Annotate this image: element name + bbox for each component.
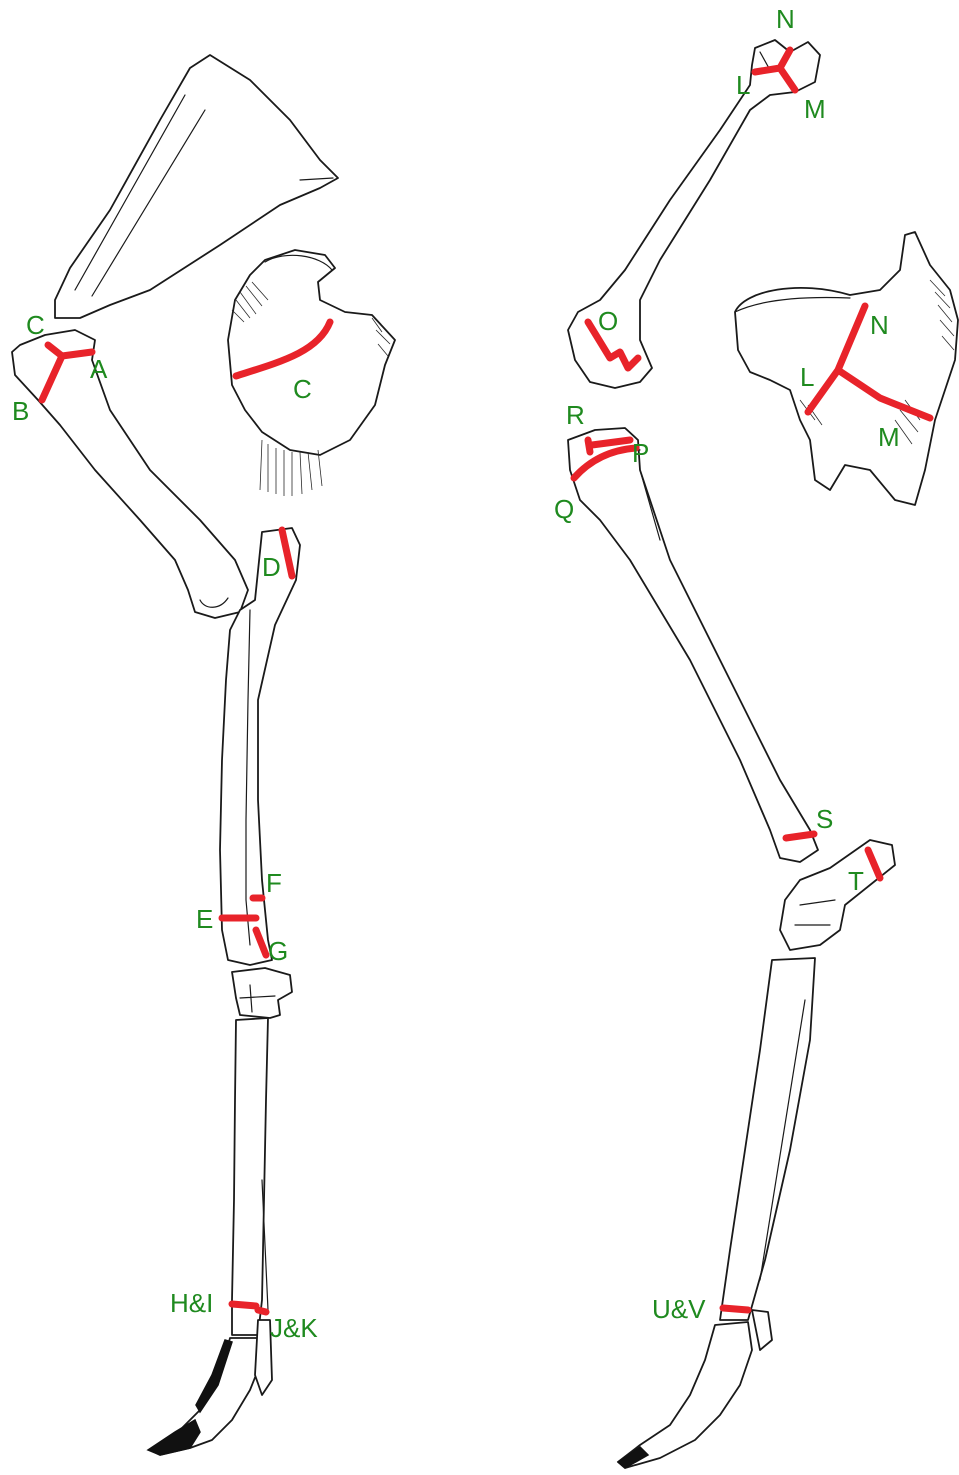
humerus	[12, 330, 248, 618]
label-m-femur: M	[804, 94, 826, 124]
physis-p	[592, 440, 630, 445]
label-f: F	[266, 868, 282, 898]
label-o: O	[598, 306, 618, 336]
metatarsus	[720, 958, 815, 1320]
hindlimb	[568, 40, 958, 1468]
label-h-and-i: H&I	[170, 1288, 213, 1318]
label-n-femur: N	[776, 4, 795, 34]
label-b: B	[12, 396, 29, 426]
label-j-and-k: J&K	[270, 1313, 318, 1343]
label-s: S	[816, 804, 833, 834]
label-a: A	[90, 354, 108, 384]
label-d: D	[262, 552, 281, 582]
label-g: G	[268, 936, 288, 966]
hip-detail-view	[735, 232, 958, 505]
hindlimb-digit	[618, 1322, 752, 1468]
label-l-detail: L	[800, 362, 814, 392]
tibia	[568, 428, 818, 862]
metacarpus	[232, 1018, 268, 1335]
forelimb	[12, 55, 395, 1455]
label-m-detail: M	[878, 422, 900, 452]
label-n-detail: N	[870, 310, 889, 340]
label-l-femur: L	[736, 70, 750, 100]
forelimb-hoof	[148, 1420, 200, 1455]
label-p: P	[632, 438, 649, 468]
label-e: E	[196, 904, 213, 934]
physis-s	[786, 834, 814, 838]
label-r: R	[566, 400, 585, 430]
physis-a	[62, 352, 92, 356]
carpus	[232, 968, 292, 1018]
physis-j-k	[258, 1310, 266, 1312]
physis-h-i	[232, 1304, 256, 1306]
label-t: T	[848, 866, 864, 896]
label-q: Q	[554, 494, 574, 524]
label-c-detail: C	[293, 374, 312, 404]
physis-u-v	[723, 1308, 748, 1310]
label-u-and-v: U&V	[652, 1294, 706, 1324]
label-c-forelimb: C	[26, 310, 45, 340]
